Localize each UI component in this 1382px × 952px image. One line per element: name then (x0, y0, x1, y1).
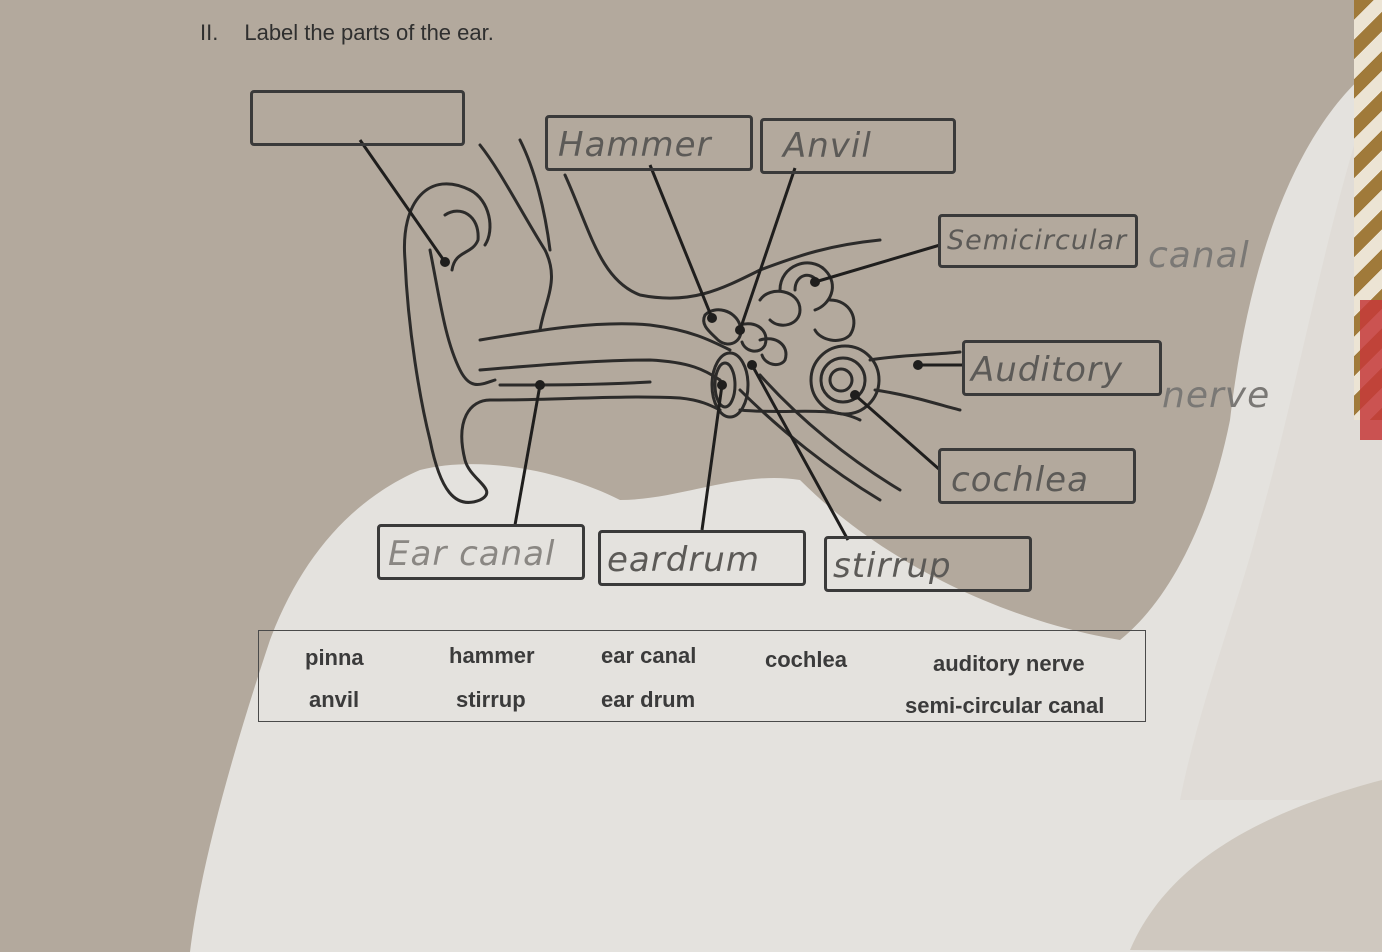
word-bank-item: stirrup (456, 687, 526, 713)
label-box-auditory[interactable]: Auditory (962, 340, 1162, 396)
label-text-anvil: Anvil (783, 129, 872, 163)
word-bank: pinna hammer ear canal cochlea auditory … (258, 630, 1146, 722)
label-text-semicircular: Semicircular (947, 227, 1127, 254)
label-text-eardrum: eardrum (607, 543, 760, 577)
label-box-stirrup[interactable]: stirrup (824, 536, 1032, 592)
label-text-stirrup: stirrup (833, 549, 952, 583)
label-text-cochlea: cochlea (951, 463, 1089, 497)
word-bank-item: anvil (309, 687, 359, 713)
word-bank-item: hammer (449, 643, 535, 669)
label-box-ear-canal[interactable]: Ear canal (377, 524, 585, 580)
label-text-ear-canal: Ear canal (388, 537, 555, 571)
label-text-auditory: Auditory (971, 353, 1123, 387)
label-box-eardrum[interactable]: eardrum (598, 530, 806, 586)
word-bank-item: pinna (305, 645, 364, 671)
label-text-semicircular-extra: canal (1148, 238, 1250, 274)
label-text-hammer: Hammer (558, 128, 712, 162)
label-box-cochlea[interactable]: cochlea (938, 448, 1136, 504)
word-bank-item: ear canal (601, 643, 696, 669)
label-box-hammer[interactable]: Hammer (545, 115, 753, 171)
label-box-semicircular[interactable]: Semicircular (938, 214, 1138, 268)
word-bank-item: auditory nerve (933, 651, 1085, 677)
label-box-anvil[interactable]: Anvil (760, 118, 956, 174)
word-bank-item: semi-circular canal (905, 693, 1104, 719)
word-bank-item: ear drum (601, 687, 695, 713)
label-text-auditory-extra: nerve (1162, 378, 1270, 414)
word-bank-item: cochlea (765, 647, 847, 673)
label-box-pinna[interactable] (250, 90, 465, 146)
